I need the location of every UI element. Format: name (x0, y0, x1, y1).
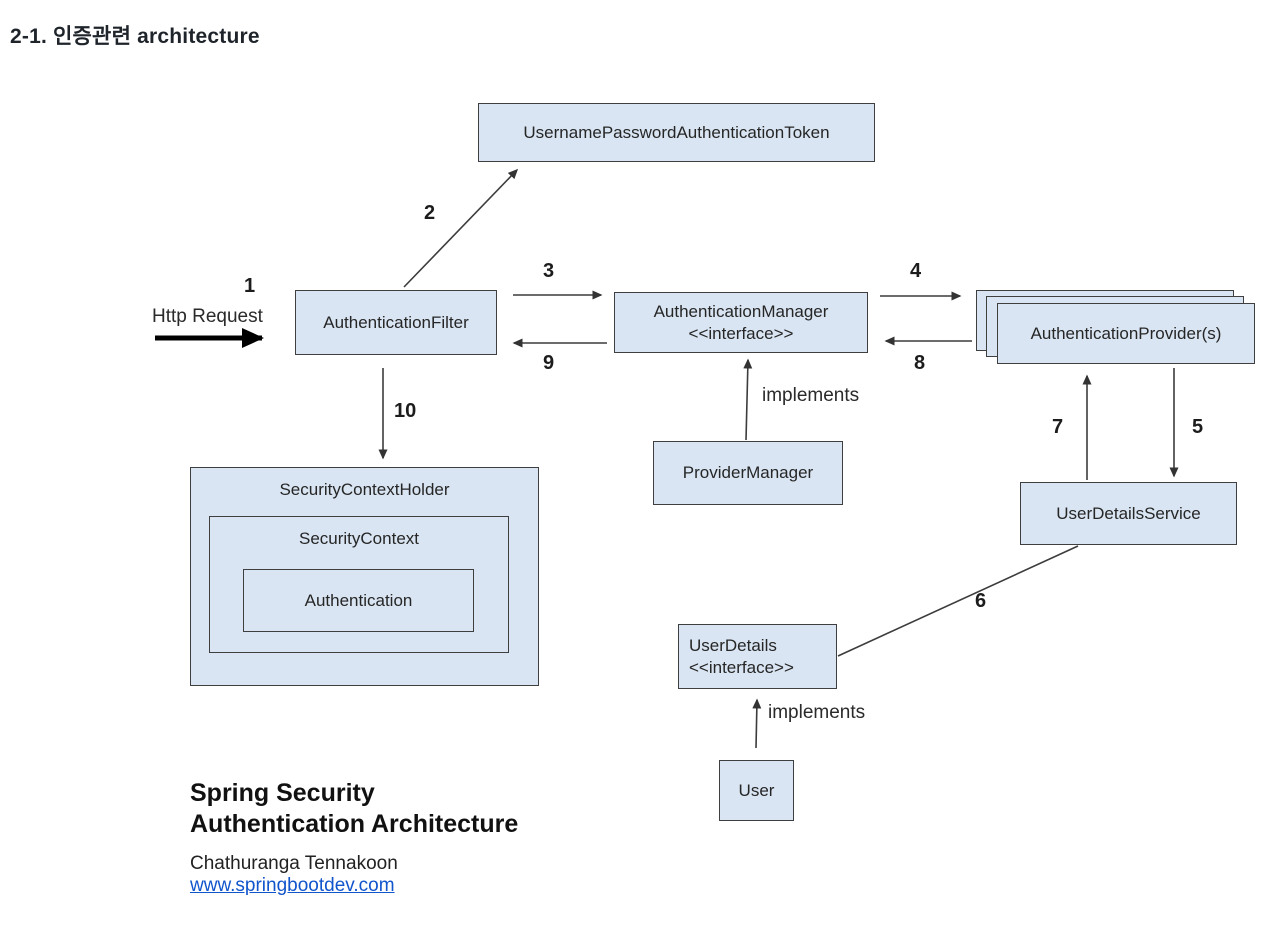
box-label: UserDetailsService (1056, 503, 1201, 523)
box-label: SecurityContext (299, 529, 419, 548)
line-step-6 (837, 545, 1079, 657)
footer-heading-line1: Spring Security (190, 779, 375, 807)
footer-heading-line2: Authentication Architecture (190, 809, 519, 838)
step-label-3: 3 (543, 260, 555, 282)
box-label: AuthenticationProvider(s) (1030, 323, 1222, 343)
arrow-implements-user (752, 698, 762, 749)
provider-manager-box: ProviderManager (653, 441, 843, 505)
box-label: UsernamePasswordAuthenticationToken (523, 122, 830, 142)
authentication-manager-box: AuthenticationManager <<interface>> (614, 292, 868, 353)
box-label: SecurityContextHolder (279, 480, 450, 499)
security-context-box: SecurityContext Authentication (209, 516, 509, 653)
step-label-10: 10 (394, 400, 417, 422)
step-label-7: 7 (1052, 416, 1064, 438)
arrow-implements-provider-manager (743, 358, 753, 441)
step-label-6: 6 (975, 590, 987, 612)
step-label-1: 1 (244, 275, 256, 297)
box-label: ProviderManager (682, 463, 814, 483)
step-label-9: 9 (543, 352, 555, 374)
step-label-5: 5 (1192, 416, 1204, 438)
user-details-box: UserDetails <<interface>> (678, 624, 837, 689)
box-label: User (738, 780, 775, 800)
step-label-2: 2 (424, 202, 436, 224)
box-label: UserDetails (689, 636, 777, 656)
authentication-providers-box: AuthenticationProvider(s) (997, 303, 1255, 364)
box-label: Authentication (304, 590, 413, 610)
authentication-box: Authentication (243, 569, 474, 632)
user-details-service-box: UserDetailsService (1020, 482, 1237, 545)
interface-stereotype: <<interface>> (688, 323, 794, 343)
implements-label-provider-manager: implements (762, 385, 860, 406)
http-request-label: Http Request (152, 306, 263, 327)
box-label: AuthenticationFilter (323, 312, 469, 332)
authentication-filter-box: AuthenticationFilter (295, 290, 497, 355)
footer-credit: Spring Security Authentication Architect… (190, 778, 518, 897)
page-title: 2-1. 인증관련 architecture (10, 25, 260, 48)
step-label-8: 8 (914, 352, 926, 374)
user-box: User (719, 760, 794, 821)
step-label-4: 4 (910, 260, 922, 282)
box-label: AuthenticationManager (653, 302, 829, 322)
username-password-authentication-token-box: UsernamePasswordAuthenticationToken (478, 103, 875, 162)
security-context-holder-box: SecurityContextHolder SecurityContext Au… (190, 467, 539, 686)
footer-author: Chathuranga Tennakoon (190, 853, 398, 874)
footer-heading: Spring Security Authentication Architect… (190, 778, 518, 839)
arrow-step-2 (403, 168, 519, 288)
implements-label-user: implements (768, 702, 866, 723)
website-link[interactable]: www.springbootdev.com (190, 875, 395, 896)
interface-stereotype: <<interface>> (689, 657, 794, 677)
